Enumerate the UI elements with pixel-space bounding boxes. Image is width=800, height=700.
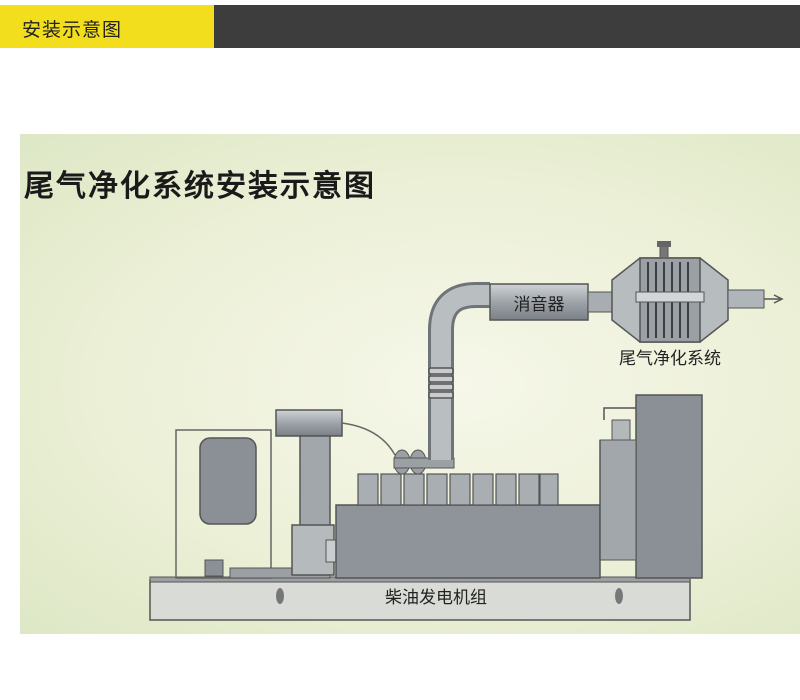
radiator — [635, 394, 703, 579]
section-header-tab — [0, 5, 214, 48]
generator-label: 柴油发电机组 — [385, 588, 487, 608]
section-header-title: 安装示意图 — [22, 19, 123, 41]
purifier-label: 尾气净化系统 — [619, 349, 721, 369]
control-panel-frame — [175, 429, 272, 579]
base-mount-hole-right — [615, 588, 623, 604]
diagram-title: 尾气净化系统安装示意图 — [24, 169, 376, 204]
section-header: 安装示意图 — [0, 5, 800, 48]
engine-cylinders — [357, 473, 559, 506]
control-panel — [199, 437, 257, 525]
engine-block — [335, 504, 601, 579]
muffler-label: 消音器 — [514, 295, 565, 315]
flexible-bellows — [428, 367, 454, 399]
exhaust-purifier — [611, 241, 784, 343]
base-mount-hole-left — [276, 588, 284, 604]
air-filter — [275, 409, 343, 437]
muffler — [489, 283, 589, 321]
